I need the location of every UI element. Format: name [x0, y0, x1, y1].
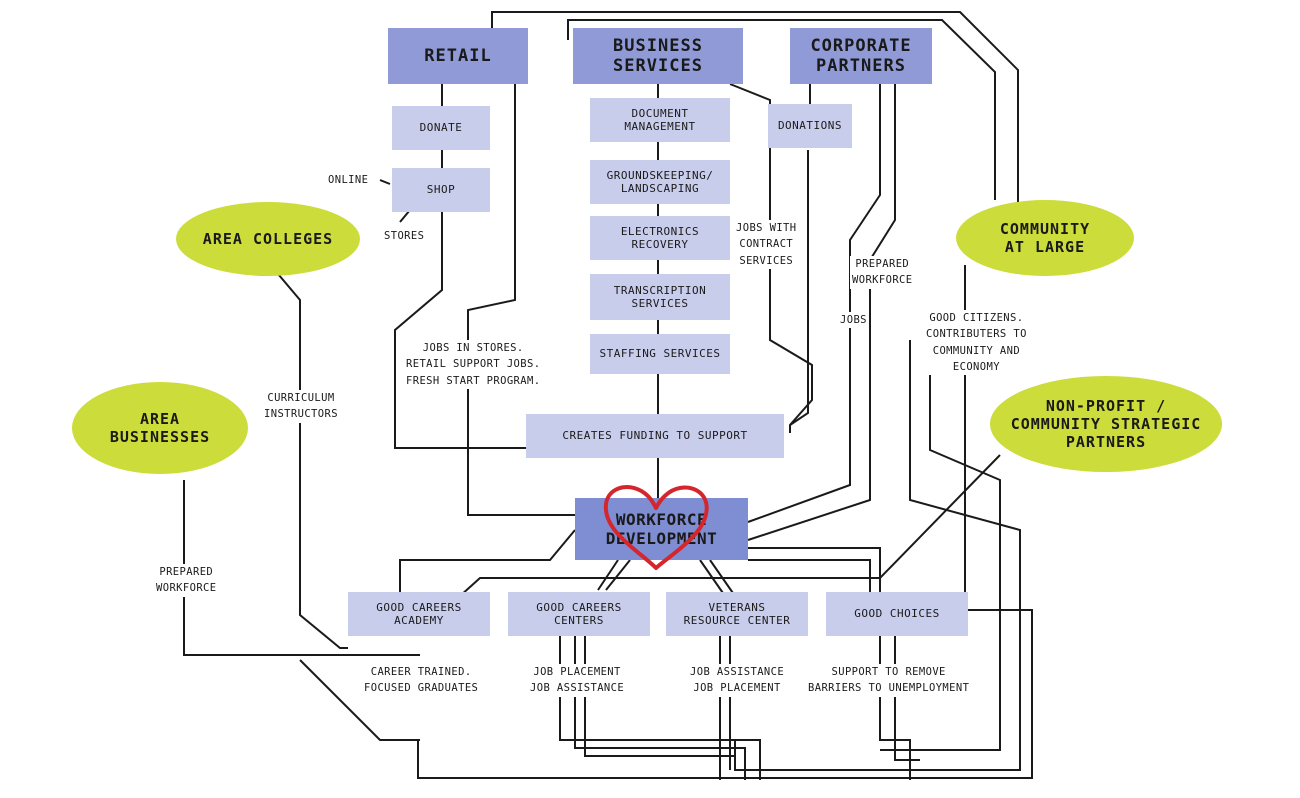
- staffing-services-box: Staffing Services: [590, 334, 730, 374]
- workforce-development-box: Workforce Development: [575, 498, 748, 560]
- curriculum-label: Curriculum Instructors: [262, 390, 340, 423]
- donations-box: Donations: [768, 104, 852, 148]
- good-careers-academy-box: Good Careers Academy: [348, 592, 490, 636]
- donate-box: Donate: [392, 106, 490, 150]
- electronics-recovery-box: Electronics Recovery: [590, 216, 730, 260]
- support-remove-label: Support to remove barriers to unemployme…: [806, 664, 972, 697]
- prepared-workforce-top-label: Prepared workforce: [850, 256, 915, 289]
- job-assistance-label: Job assistance Job placement: [688, 664, 787, 697]
- funding-bar: Creates funding to support: [526, 414, 784, 458]
- good-choices-box: Good Choices: [826, 592, 968, 636]
- jobs-contract-label: Jobs with contract services: [734, 220, 799, 269]
- job-placement-label: Job placement Job assistance: [528, 664, 627, 697]
- career-trained-label: Career trained. focused graduates: [362, 664, 481, 697]
- groundskeeping-box: Groundskeeping/ Landscaping: [590, 160, 730, 204]
- jobs-in-stores-label: Jobs in stores. Retail support jobs. Fre…: [404, 340, 543, 389]
- veterans-resource-center-box: Veterans Resource Center: [666, 592, 808, 636]
- jobs-label: Jobs: [838, 312, 869, 329]
- area-colleges-oval: Area Colleges: [176, 202, 360, 276]
- retail-header: Retail: [388, 28, 528, 84]
- nonprofit-partners-oval: Non-Profit / Community Strategic Partner…: [990, 376, 1222, 472]
- good-careers-centers-box: Good Careers Centers: [508, 592, 650, 636]
- business-services-header: Business Services: [573, 28, 743, 84]
- online-label: Online: [326, 172, 371, 189]
- shop-box: Shop: [392, 168, 490, 212]
- heart-icon: [603, 485, 709, 570]
- area-businesses-oval: Area Businesses: [72, 382, 248, 474]
- stores-label: Stores: [382, 228, 427, 245]
- transcription-services-box: Transcription Services: [590, 274, 730, 320]
- prepared-workforce-left-label: Prepared workforce: [154, 564, 219, 597]
- good-citizens-label: Good citizens. Contributers to community…: [924, 310, 1029, 376]
- document-management-box: Document Management: [590, 98, 730, 142]
- community-at-large-oval: Community at Large: [956, 200, 1134, 276]
- corporate-partners-header: Corporate Partners: [790, 28, 932, 84]
